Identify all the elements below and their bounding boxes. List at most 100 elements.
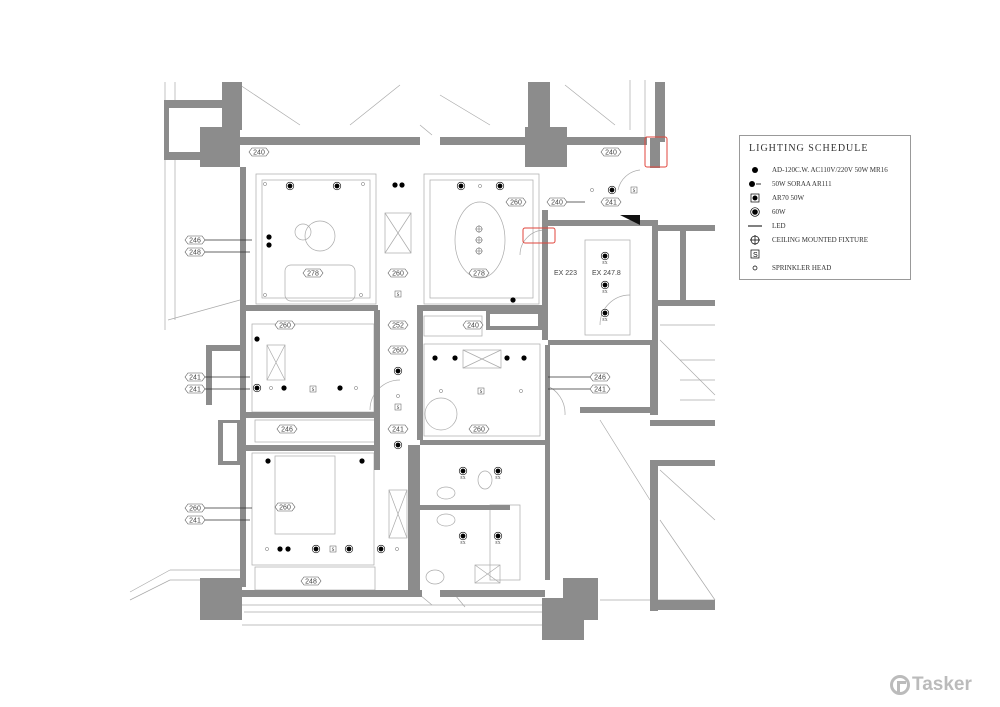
legend-title: LIGHTING SCHEDULE [749,143,869,154]
svg-text:260: 260 [392,348,404,355]
tasker-logo-icon [890,675,910,695]
ceiling-fixture-icon [475,247,483,255]
sprinkler-icon [396,394,400,398]
svg-text:EX: EX [602,260,607,265]
adjustable-downlight-icon [746,180,764,188]
recessed-downlight-icon [746,166,764,174]
ceiling-height-tag: 248 [184,247,206,257]
ringed-downlight-icon [311,544,321,554]
column [542,598,584,640]
ceiling-height-tag: 260 [184,503,206,513]
ceiling-height-tag: 260 [387,345,409,355]
ceiling-height-tag: 241 [387,424,409,434]
recessed-downlight-icon [392,182,398,188]
ringed-downlight-icon [252,383,262,393]
svg-text:EX: EX [495,540,500,545]
legend-item: 50W SORAA AR111 [746,178,832,190]
recessed-downlight-icon [504,355,510,361]
sprinkler-icon [265,547,269,551]
ceiling-fixture-icon [475,236,483,244]
legend-item: SPRINKLER HEAD [746,262,831,274]
svg-text:248: 248 [189,250,201,257]
recessed-downlight-icon [521,355,527,361]
revision-markers [522,136,668,244]
sprinkler-icon [354,386,358,390]
ceiling-height-tag: 260 [387,268,409,278]
svg-text:240: 240 [551,200,563,207]
ceiling-height-tag: 260 [274,320,296,330]
walls [164,82,715,640]
sprinkler-icon [263,293,267,297]
svg-text:260: 260 [189,506,201,513]
svg-text:260: 260 [392,271,404,278]
svg-text:EX: EX [602,317,607,322]
svg-text:260: 260 [279,505,291,512]
svg-text:EX: EX [495,475,500,480]
svg-text:241: 241 [189,387,201,394]
ceiling-height-tag: 241 [184,515,206,525]
svg-text:278: 278 [473,271,485,278]
ringed-downlight-icon: EX [600,308,610,322]
legend-item: AD-120C.W. AC110V/220V 50W MR16 [746,164,888,176]
ceiling-height-tag: 240 [462,320,484,330]
ringed-downlight-icon [495,181,505,191]
smoke-detector-icon: S [394,290,402,298]
ringed-downlight-icon [332,181,342,191]
lighting-schedule-legend: LIGHTING SCHEDULE AD-120C.W. AC110V/220V… [739,135,911,280]
watermark-text: Tasker [912,674,972,695]
sprinkler-icon [269,386,273,390]
ceiling-height-tag: 246 [589,372,611,382]
ceiling-height-tag: 260 [274,502,296,512]
svg-text:EX: EX [460,475,465,480]
sprinkler-icon [519,389,523,393]
svg-text:241: 241 [189,518,201,525]
sprinkler-icon [439,389,443,393]
svg-text:246: 246 [594,375,606,382]
ceiling-height-tag: 240 [546,197,568,207]
area-label-ex-corridor: EX 223 [554,270,577,277]
recessed-downlight-icon [432,355,438,361]
ringed-downlight-icon [393,366,403,376]
ringed-downlight-icon: EX [458,531,468,545]
ceiling-height-tag: 241 [589,384,611,394]
recessed-downlight-icon [399,182,405,188]
recessed-downlight-icon [281,385,287,391]
ceiling-height-tag: 241 [600,197,622,207]
column [200,578,242,620]
revision-cloud [522,227,556,244]
recessed-downlight-icon [266,242,272,248]
recessed-downlight-icon [359,458,365,464]
smoke-detector-icon: S [394,403,402,411]
ceiling-height-tag: 278 [468,268,490,278]
svg-text:EX: EX [460,540,465,545]
recessed-downlight-icon [452,355,458,361]
ringed-downlight-icon: EX [600,251,610,265]
sprinkler-icon [263,182,267,186]
svg-text:246: 246 [189,238,201,245]
svg-text:EX: EX [602,289,607,294]
ceiling-height-tag: 252 [387,320,409,330]
smoke-detector-icon: S [630,186,638,194]
sprinkler-icon [746,264,764,272]
svg-text:241: 241 [189,375,201,382]
svg-text:260: 260 [279,323,291,330]
ringed-downlight-icon: EX [600,280,610,294]
recessed-downlight-icon [254,336,260,342]
svg-text:260: 260 [510,200,522,207]
ringed-downlight-icon [344,544,354,554]
ringed-downlight-icon: EX [493,466,503,480]
svg-text:S: S [633,189,636,194]
svg-text:S: S [753,252,758,259]
smoke-detector-icon: S [746,249,764,259]
ringed-downlight-icon [456,181,466,191]
ceiling-height-tag: 246 [276,424,298,434]
svg-text:248: 248 [305,579,317,586]
svg-text:240: 240 [605,150,617,157]
recessed-downlight-icon [266,234,272,240]
square-spotlight-icon [746,193,764,203]
ringed-downlight-icon [376,544,386,554]
column [200,127,240,167]
recessed-downlight-icon [285,546,291,552]
svg-text:S: S [332,548,335,553]
